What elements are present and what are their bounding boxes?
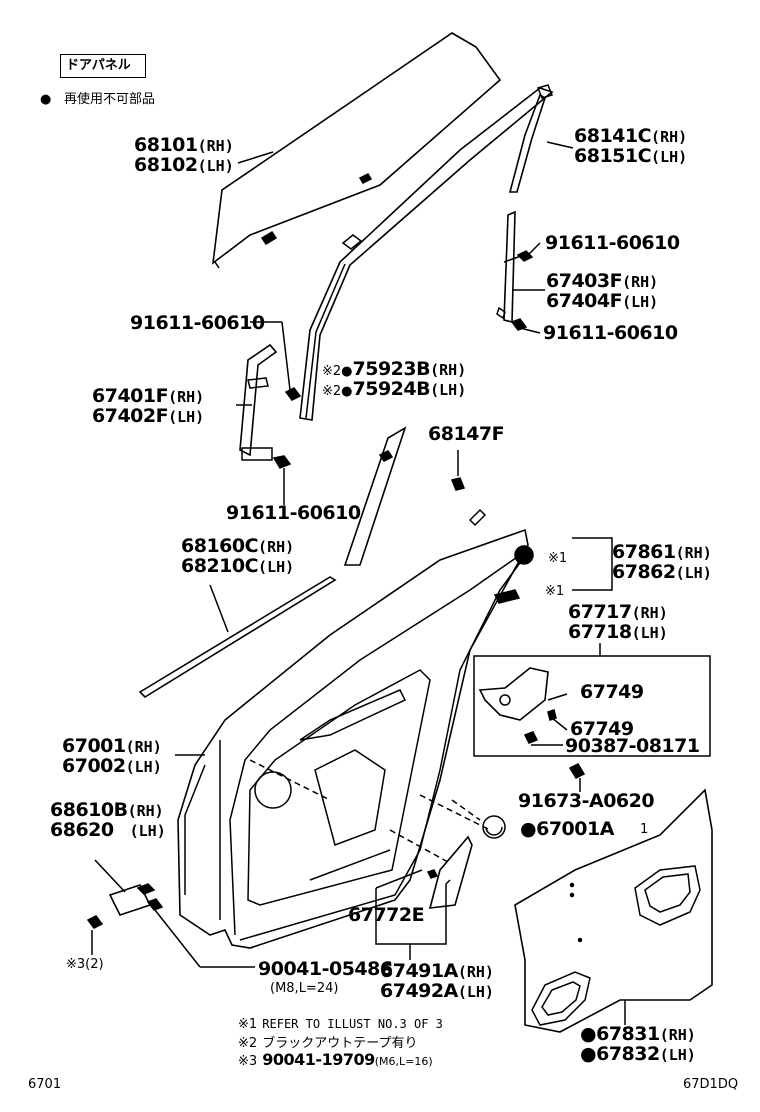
- footnote-2: ※2 ブラックアウトテープ有り: [238, 1036, 418, 1051]
- front-window-guide: [239, 343, 278, 457]
- title-box: ドアパネル: [60, 54, 146, 78]
- clip-67862: [493, 589, 521, 604]
- clip-68147f: [450, 477, 466, 491]
- callout-67861: 67861(RH) 67862(LH): [612, 541, 712, 583]
- pad-number: 1: [640, 822, 649, 837]
- callout-67717: 67717(RH) 67718(LH): [568, 601, 668, 643]
- callout-67001a: ●67001A: [520, 818, 614, 840]
- bolt: [523, 731, 539, 744]
- service-hole-cover: [514, 788, 713, 1033]
- bolt: [86, 915, 104, 929]
- glass-run-channel: [299, 87, 554, 421]
- page-title: ドアパネル: [66, 58, 131, 73]
- bolt: [284, 387, 302, 401]
- callout-67401f: 67401F(RH) 67402F(LH): [92, 385, 205, 427]
- callout-67491a: 67491A(RH) 67492A(LH): [380, 960, 494, 1002]
- rear-window-guide: [503, 210, 516, 324]
- callout-91611-a: 91611-60610: [545, 232, 680, 254]
- door-glass: [211, 32, 502, 265]
- note-x3: ※3(2): [66, 957, 104, 972]
- hole-plug-67001a: [482, 815, 506, 839]
- callout-68101: 68101(RH) 68102(LH): [134, 134, 234, 176]
- pad-67772e: [428, 835, 473, 909]
- callout-91673: 91673-A0620: [518, 790, 655, 812]
- legend-bullet: ●: [40, 92, 52, 107]
- callout-67403f: 67403F(RH) 67404F(LH): [546, 270, 659, 312]
- bolt: [136, 883, 156, 895]
- callout-68147f: 68147F: [428, 423, 505, 445]
- clip: [426, 869, 439, 879]
- callout-67001: 67001(RH) 67002(LH): [62, 735, 162, 777]
- bolt: [547, 709, 557, 721]
- bolt: [146, 898, 164, 911]
- legend-text: 再使用不可部品: [64, 92, 156, 107]
- callout-91611-c: 91611-60610: [130, 312, 265, 334]
- bolt: [272, 455, 292, 469]
- footnote-3: ※3 90041-19709(M6,L=16): [238, 1050, 433, 1069]
- bolt-spec: (M8,L=24): [270, 981, 339, 996]
- callout-75923b: ※2●75923B(RH) ※2●75924B(LH): [322, 358, 467, 400]
- bolt-91673: [568, 763, 586, 779]
- callout-67749-a: 67749: [580, 681, 644, 703]
- glass-clip: [260, 230, 278, 246]
- note-x1-a: ※1: [548, 551, 568, 566]
- rear-run-channel: [508, 93, 546, 193]
- blackout-pillar: [343, 426, 407, 566]
- illustration-code: 67D1DQ: [683, 1077, 739, 1092]
- callout-67749-b: 67749: [570, 718, 634, 740]
- window-regulator-bracket: [478, 667, 549, 721]
- callout-67772e: 67772E: [348, 904, 425, 926]
- footnote-1: ※1 REFER TO ILLUST NO.3 OF 3: [238, 1017, 443, 1032]
- callout-90387: 90387-08171: [565, 735, 700, 757]
- callout-91611-b: 91611-60610: [543, 322, 678, 344]
- callout-91611-d: 91611-60610: [226, 502, 361, 524]
- clip-67861: [514, 545, 534, 565]
- callout-67831: ●67831(RH) ●67832(LH): [580, 1023, 696, 1065]
- callout-68160c: 68160C(RH) 68210C(LH): [181, 535, 295, 577]
- door-shell: [177, 528, 529, 949]
- callout-90041: 90041-05486: [258, 958, 393, 980]
- regulator-group-box: [473, 655, 711, 757]
- page-code: 6701: [28, 1077, 62, 1092]
- belt-moulding: [138, 576, 337, 699]
- note-x1-b: ※1: [545, 584, 565, 599]
- bolt: [510, 318, 528, 331]
- callout-68141c: 68141C(RH) 68151C(LH): [574, 125, 688, 167]
- glass-clip: [358, 173, 373, 184]
- callout-68610b: 68610B(RH) 68620(LH): [50, 799, 166, 841]
